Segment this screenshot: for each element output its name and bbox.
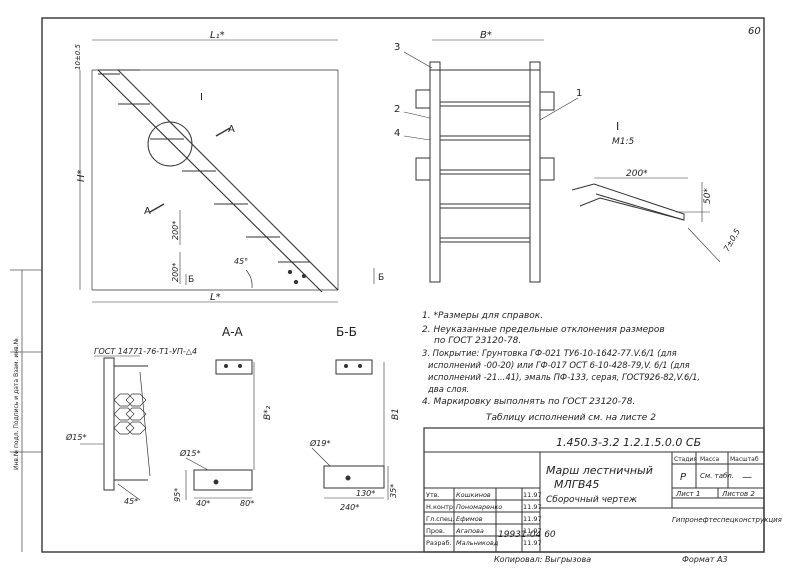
dim-d15-a: Ø15* [65, 432, 86, 442]
drawing-name-2: МЛГВ45 [554, 478, 599, 491]
section-mark-B-left: Б [188, 275, 194, 285]
dim-200-a: 200* [171, 221, 180, 240]
stair-front-view [403, 39, 579, 283]
drawing-name-3: Сборочный чертеж [546, 495, 638, 505]
sheets-value: Листов 2 [721, 490, 755, 498]
date-0: 11.97 [523, 491, 542, 499]
note-line-5: исполнений -00-20) или ГФ-017 ОСТ 6-10-4… [428, 360, 690, 370]
dim-10: 10±0.5 [74, 44, 82, 70]
date-4: 11.97 [523, 539, 542, 547]
sheet-frame [41, 17, 765, 553]
head-stage: Стадия [674, 456, 697, 463]
note-line-3: по ГОСТ 23120-78. [434, 336, 521, 346]
dim-d19: Ø19* [309, 438, 330, 448]
role-2: Гл.спец. [426, 515, 455, 523]
dim-d15-b: Ø15* [179, 448, 200, 458]
role-0: Утв. [426, 491, 440, 499]
drawing-code: 1.450.3-3.2 1.2.1.5.0.0 СБ [556, 436, 701, 449]
title-block [423, 427, 765, 553]
dim-40: 40* [196, 499, 210, 508]
detail-I-view [571, 177, 721, 263]
footer-copied-by: Копировал: Выгрызова [494, 555, 591, 564]
notes-block: 1. *Размеры для справок. 2. Неуказанные … [422, 311, 700, 423]
note-line-7: два слоя. [427, 384, 469, 394]
dim-95: 95* [173, 488, 182, 502]
dim-angle-45: 45° [234, 257, 248, 266]
position-1: 1 [576, 88, 582, 99]
dim-B1: B1 [391, 408, 401, 420]
dim-B2: B*₂ [263, 405, 273, 420]
date-1: 11.97 [523, 503, 542, 511]
note-line-8: 4. Маркировку выполнять по ГОСТ 23120-78… [422, 397, 635, 407]
note-line-4: 3. Покрытие: Грунтовка ГФ-021 ТУ6-10-164… [422, 348, 677, 358]
dim-7: 7±0,5 [722, 227, 742, 253]
position-4: 4 [394, 128, 400, 139]
position-3: 3 [394, 42, 400, 53]
person-2: Ефимов [456, 515, 483, 523]
detail-mark-I: I [200, 92, 203, 103]
signature-rows: Утв. Н.контр. Гл.спец. Пров. Разраб. Кош… [426, 491, 542, 547]
dim-240: 240* [340, 503, 359, 512]
dim-45: 45* [124, 497, 138, 506]
dim-L1: L₁* [210, 30, 225, 41]
organization: Гипронефтеспецконструкция [672, 516, 782, 524]
sheet-number: 60 [748, 26, 761, 37]
dim-130: 130* [356, 489, 375, 498]
plate-views [185, 359, 389, 500]
role-1: Н.контр. [426, 503, 455, 511]
person-3: Агапова [455, 527, 484, 535]
sheet-value: Лист 1 [675, 490, 700, 498]
weld-spec: ГОСТ 14771-76-Т1-УП-△4 [94, 347, 197, 356]
note-line-2: 2. Неуказанные предельные отклонения раз… [422, 325, 665, 335]
dim-35: 35* [389, 484, 398, 498]
note-line-1: 1. *Размеры для справок. [422, 311, 543, 321]
dim-H: H* [76, 169, 87, 182]
section-bb-title: Б-Б [336, 325, 357, 339]
head-scale: Масштаб [730, 456, 759, 463]
dim-200-c: 200* [626, 169, 648, 179]
drawing-name-1: Марш лестничный [546, 464, 653, 477]
dim-200-b: 200* [171, 263, 180, 282]
person-0: Кошкинов [456, 491, 491, 499]
role-4: Разраб. [426, 539, 452, 547]
date-3: 11.97 [523, 527, 542, 535]
scale-value: — [742, 472, 752, 483]
head-mass: Масса [700, 456, 719, 463]
archive-number: 19931-04 60 [498, 530, 556, 540]
dim-B: B* [480, 30, 492, 41]
section-mark-B-right: Б [378, 273, 384, 283]
dim-50: 50* [703, 188, 713, 204]
mass-value: См. табл. [700, 472, 734, 480]
dim-L: L* [210, 292, 221, 303]
person-4: Мальниковд [456, 539, 499, 547]
section-mark-A-bottom: A [144, 206, 151, 217]
role-3: Пров. [426, 527, 445, 535]
section-mark-A-top: A [228, 124, 235, 135]
stair-side-view [79, 39, 375, 303]
side-stamp-text: Инв.№ подл. Подпись и дата Взам. инв.№ [13, 338, 20, 470]
date-2: 11.97 [523, 515, 542, 523]
note-line-6: исполнений -21...41), эмаль ПФ-133, сера… [428, 372, 700, 382]
person-1: Пономаренко [456, 503, 502, 511]
section-aa-title: А-А [222, 325, 244, 339]
detail-scale: M1:5 [612, 137, 635, 147]
section-aa-view [80, 355, 151, 501]
table-note: Таблицу исполнений см. на листе 2 [486, 413, 656, 423]
dim-80: 80* [240, 499, 254, 508]
stage-value: Р [680, 472, 687, 483]
detail-title: I [616, 120, 619, 133]
footer-format: Формат А3 [682, 555, 728, 564]
position-2: 2 [394, 104, 400, 115]
